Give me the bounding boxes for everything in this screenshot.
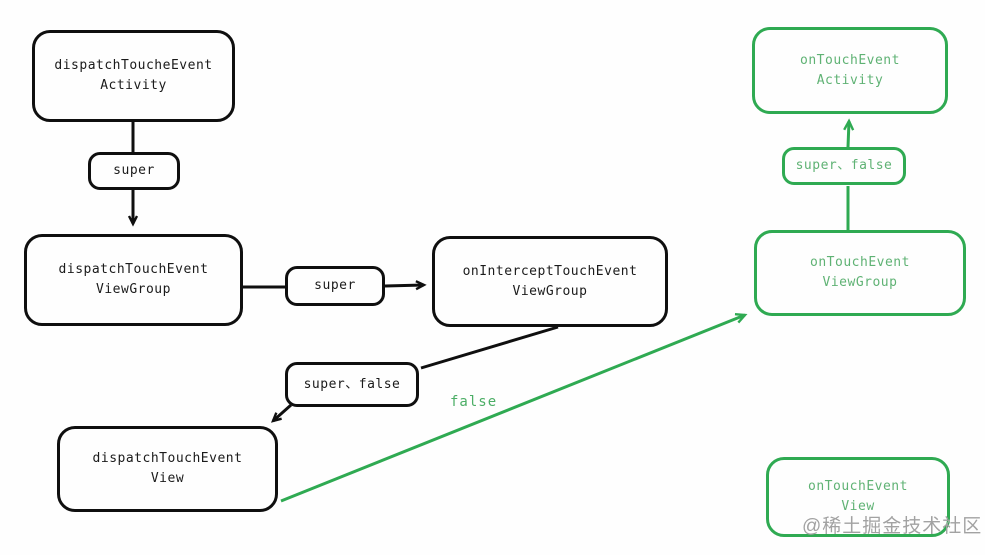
edge-onintercept-to-superfalse [420,325,559,370]
node-dispatch-touch-event-activity: dispatchToucheEvent Activity [32,30,235,122]
edge-super2-to-onintercept-arrow [384,285,424,286]
node-label: super [314,278,356,293]
node-dispatch-touch-event-view: dispatchTouchEvent View [57,426,278,512]
node-label-line1: dispatchTouchEvent [58,262,209,277]
node-on-touch-event-activity: onTouchEvent Activity [752,27,948,114]
node-label-line2: ViewGroup [96,282,171,297]
node-super-activity-to-viewgroup: super [88,152,180,190]
watermark-juejin-community: @稀土掘金技术社区 [802,516,983,537]
node-label-line2: ViewGroup [822,275,898,290]
node-super-viewgroup-to-intercept: super [285,266,385,306]
edge-view-false-to-ontouchviewgroup-arrow [280,315,745,503]
node-label-line2: View [150,471,185,486]
node-label-line1: onTouchEvent [800,52,900,68]
node-label-line1: onTouchEvent [808,479,908,494]
node-super-false-viewgroup-to-activity: super、false [782,147,906,185]
node-label-line2: Activity [100,78,167,93]
node-label-line1: onTouchEvent [810,255,910,270]
node-super-false-intercept-to-view: super、false [285,362,419,407]
node-label: super [113,163,155,178]
edge-superfalse-green-to-ontouchactivity-arrow [848,121,849,148]
node-on-intercept-touch-event-viewgroup: onInterceptTouchEvent ViewGroup [432,236,668,327]
node-label-line1: onInterceptTouchEvent [462,263,638,279]
node-label: super、false [795,158,893,173]
node-on-touch-event-viewgroup: onTouchEvent ViewGroup [754,230,966,316]
edge-superfalse-to-view-arrow [273,403,292,421]
node-label: super、false [303,376,401,392]
node-dispatch-touch-event-viewgroup: dispatchTouchEvent ViewGroup [24,234,243,326]
node-label-line2: Activity [816,72,884,88]
node-label-line1: dispatchToucheEvent [54,58,213,73]
edge-label-false: false [450,394,498,410]
node-label-line1: dispatchTouchEvent [92,451,243,466]
node-label-line2: ViewGroup [512,283,588,299]
node-label-line2: View [841,499,875,514]
node-on-touch-event-view: onTouchEvent View [766,457,950,537]
